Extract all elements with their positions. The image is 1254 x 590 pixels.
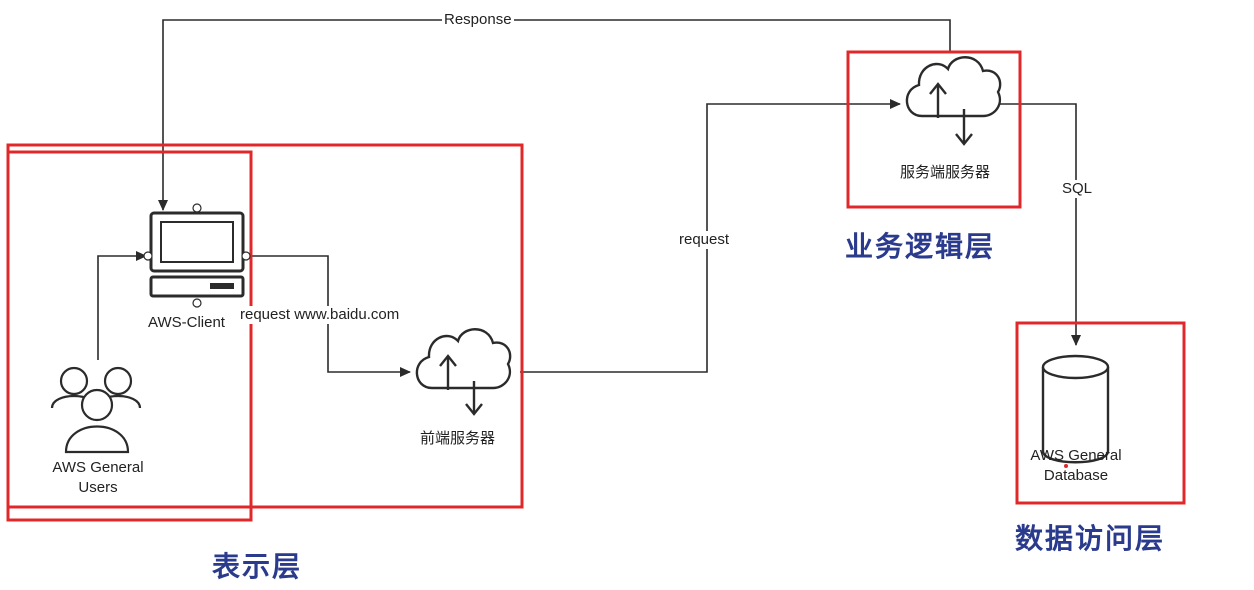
frontend-label: 前端服务器 xyxy=(420,430,496,447)
business-layer-caption: 业务逻辑层 xyxy=(845,230,996,263)
data-layer-box xyxy=(1015,321,1186,505)
request-baidu-edge-label: request www.baidu.com xyxy=(238,306,402,324)
data-access-layer-caption: 数据访问层 xyxy=(1015,522,1166,555)
database-icon xyxy=(1041,354,1110,468)
users-label: AWS General Users xyxy=(40,458,156,498)
users-label-line2: Users xyxy=(78,479,118,496)
response-edge-label: Response xyxy=(442,11,514,29)
database-label: AWS General Database xyxy=(1021,446,1131,486)
database-label-line1: AWS General xyxy=(1030,447,1122,464)
sql-edge-label: SQL xyxy=(1060,180,1095,198)
database-label-line2: Database xyxy=(1043,467,1109,484)
response-edge xyxy=(158,19,951,211)
users-icon xyxy=(50,366,142,454)
business-layer-box xyxy=(846,50,1022,209)
frontend-cloud-icon xyxy=(415,328,512,416)
backend-cloud-icon xyxy=(905,56,1002,146)
layer-boxes xyxy=(6,50,1186,522)
sql-edge xyxy=(996,103,1081,346)
presentation-layer-caption: 表示层 xyxy=(212,550,303,583)
backend-label: 服务端服务器 xyxy=(900,164,991,181)
computer-icon xyxy=(143,203,251,308)
users-to-client-edge xyxy=(97,251,147,360)
request-edge-label: request xyxy=(677,231,732,249)
users-label-line1: AWS General xyxy=(52,459,144,476)
presentation-layer-box-outer xyxy=(6,143,524,509)
client-label: AWS-Client xyxy=(148,314,225,331)
